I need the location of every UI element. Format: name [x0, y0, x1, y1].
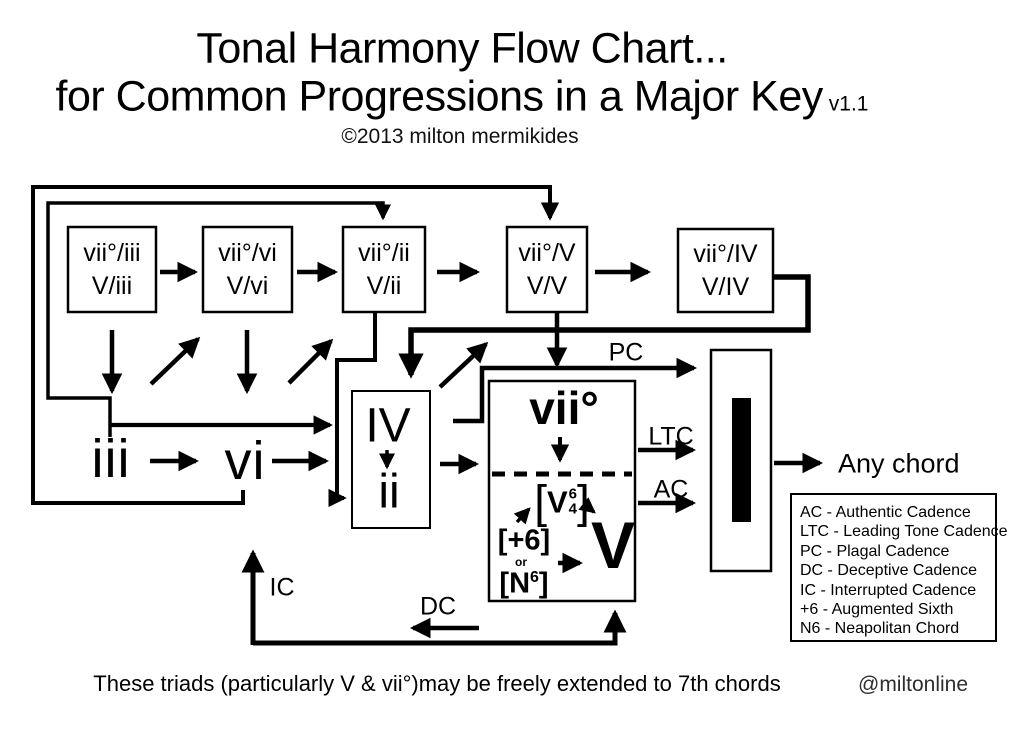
any-chord-label: Any chord [838, 448, 960, 479]
v64-open-bracket: [ [534, 475, 547, 528]
line-bottom-return-to-V [253, 609, 627, 646]
author-handle: @miltonline [858, 673, 969, 696]
chord-V: V [590, 508, 636, 582]
version-label: v1.1 [828, 92, 869, 116]
box-label-viio-IV: vii°/IV V/IV [678, 229, 773, 312]
cadence-legend: AC - Authentic Cadence LTC - Leading Ton… [800, 503, 1008, 639]
legend-item-n6: N6 - Neapolitan Chord [800, 620, 960, 638]
arrow-aug6-to-v64 [513, 507, 531, 525]
arrow-vi-to-viioii-diag [287, 338, 334, 385]
arrow-iii-to-viiovi-diag [149, 336, 201, 386]
viio-ii-line1: vii°/ii [358, 239, 410, 267]
label-ltc: LTC [648, 422, 694, 451]
legend-item-ic: IC - Interrupted Cadence [800, 581, 977, 599]
or-label: or [515, 555, 527, 569]
chord-ii: ii [378, 465, 400, 519]
legend-item-aug6: +6 - Augmented Sixth [800, 601, 954, 619]
tonic-i-bar [732, 398, 751, 522]
viio-IV-line1: vii°/IV [693, 240, 758, 268]
line-vi-to-viio-V [31, 185, 560, 505]
viio-V-line2: V/V [526, 271, 568, 300]
legend-item-pc: PC - Plagal Cadence [800, 542, 950, 560]
n6-superscript: 6 [530, 568, 539, 586]
v64-figures: 6 4 [568, 485, 578, 517]
page-title-line2-text: for Common Progressions in a Major Key [55, 72, 824, 121]
chord-IV: IV [365, 399, 411, 453]
arrow-v64-to-V [578, 497, 596, 514]
viio-ii-line2: V/ii [366, 271, 402, 300]
chord-viio: vii° [529, 382, 599, 434]
viio-iii-line2: V/iii [91, 271, 133, 300]
line-viio-IV-to-IV [398, 274, 811, 379]
chord-aug6: [+6] [497, 524, 551, 557]
page-title-line1: Tonal Harmony Flow Chart... [196, 24, 728, 73]
box-viio-iii [66, 225, 158, 314]
n6-close: ] [538, 567, 549, 600]
v64-figure-4: 4 [568, 500, 578, 517]
chord-iii: iii [91, 429, 131, 489]
viio-V-line1: vii°/V [518, 239, 576, 267]
line-iii-to-viio-ii [46, 201, 392, 437]
viio-IV-line2: V/IV [701, 272, 750, 301]
viio-vi-line1: vii°/vi [218, 239, 277, 267]
box-label-viio-V: vii°/V V/V [507, 227, 587, 312]
line-viio-ii-to-ii [328, 313, 377, 508]
box-viio-IV [676, 227, 775, 314]
v64-close-bracket: ] [577, 475, 590, 528]
legend-item-ac: AC - Authentic Cadence [800, 504, 971, 521]
box-label-viio-vi: vii°/vi V/vi [203, 227, 292, 312]
box-label-viio-ii: vii°/ii V/ii [343, 227, 425, 312]
label-ac: AC [653, 475, 689, 504]
n6-open: [N [499, 567, 531, 600]
box-viio-vi [201, 225, 294, 314]
label-pc: PC [608, 338, 644, 367]
v64-figure-6: 6 [568, 485, 578, 503]
legend-item-dc: DC - Deceptive Cadence [800, 562, 977, 580]
box-viio-ii [341, 225, 427, 314]
viio-iii-line1: vii°/iii [83, 239, 141, 267]
box-viio-V [505, 225, 589, 314]
chord-v64: [ V 6 4 ] [534, 475, 590, 528]
viio-vi-line2: V/vi [226, 271, 269, 300]
arrow-IV-diag-to-pc [438, 341, 489, 389]
label-dc: DC [419, 592, 457, 621]
v64-letter: V [546, 484, 568, 519]
copyright-line: ©2013 milton mermikides [341, 125, 579, 148]
chord-n6: [N6] [499, 568, 548, 601]
box-label-viio-iii: vii°/iii V/iii [68, 227, 156, 312]
label-ic: IC [269, 573, 295, 602]
page-title-line2: for Common Progressions in a Major Key v… [56, 73, 869, 122]
arrow-plagal-cadence [453, 357, 698, 424]
chord-vi: vi [224, 431, 266, 491]
legend-box [790, 493, 997, 642]
legend-item-ltc: LTC - Leading Tone Cadence [800, 523, 1008, 541]
footnote-text: These triads (particularly V & vii°)may … [93, 671, 781, 696]
